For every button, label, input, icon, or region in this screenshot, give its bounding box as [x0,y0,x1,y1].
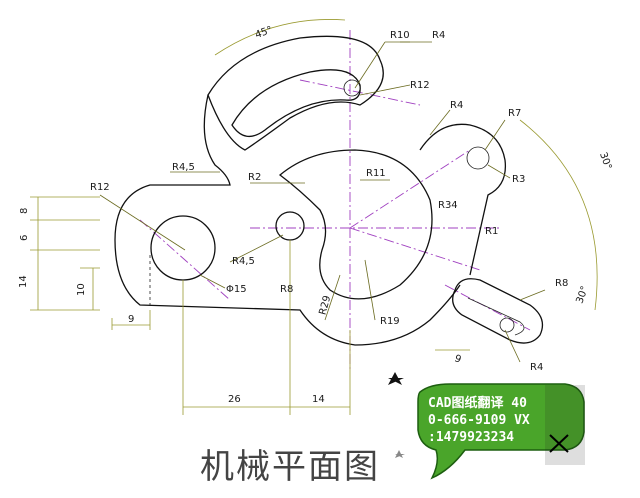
label-r34: R34 [438,200,458,211]
leader-lines [99,41,546,363]
label-r10: R10 [390,30,410,41]
label-r3: R3 [512,174,525,185]
label-r4-5-left: R4,5 [232,256,255,267]
drawing-title: 机械平面图 [200,447,380,487]
label-r19: R19 [380,316,400,327]
label-r4-5-top: R4,5 [172,162,195,173]
label-r11: R11 [366,168,386,179]
label-r12-left: R12 [90,182,110,193]
dim-8: 8 [19,208,30,214]
dim-14-bottom: 14 [312,394,325,405]
label-r1: R1 [485,226,498,237]
label-r2: R2 [248,172,261,183]
watermark-line-3: :1479923234 [428,430,514,445]
label-r4-bottom: R4 [530,362,543,373]
label-r8-mid: R8 [280,284,293,295]
watermark-badge: CAD图纸翻译 40 0-666-9109 VX :1479923234 [388,372,585,480]
label-r4-right: R4 [450,100,463,111]
dim-9-right: 9 [453,353,463,366]
dim-14: 14 [18,275,29,288]
close-icon [549,434,569,453]
label-r12-slot: R12 [410,80,430,91]
label-angle-right-top: 30° [597,151,613,171]
dim-10: 10 [76,283,87,296]
watermark-line-2: 0-666-9109 VX [428,413,530,428]
dim-9-left: 9 [128,314,134,325]
label-r8-right: R8 [555,278,568,289]
watermark-line-1: CAD图纸翻译 40 [428,395,527,411]
star-icon [388,372,404,385]
center-lines [139,30,531,370]
dim-6: 6 [19,235,30,241]
dim-26: 26 [228,394,241,405]
part-outline [114,35,544,346]
label-r7: R7 [508,108,521,119]
label-angle-top: 45° [254,25,274,41]
label-angle-right-bottom: 30° [575,285,591,305]
dimension-lines [30,19,598,415]
label-phi15: Φ15 [226,284,247,295]
dimension-values: 8 6 14 10 9 26 14 9 [18,208,463,405]
annotation-labels: R10 R4 R12 R4 R7 R3 45° 30° R4,5 R2 R11 … [90,25,613,373]
label-r29: R29 [318,294,334,316]
watermark-bubble [417,383,585,480]
star-icon-small [395,450,405,458]
label-r4-top: R4 [432,30,445,41]
